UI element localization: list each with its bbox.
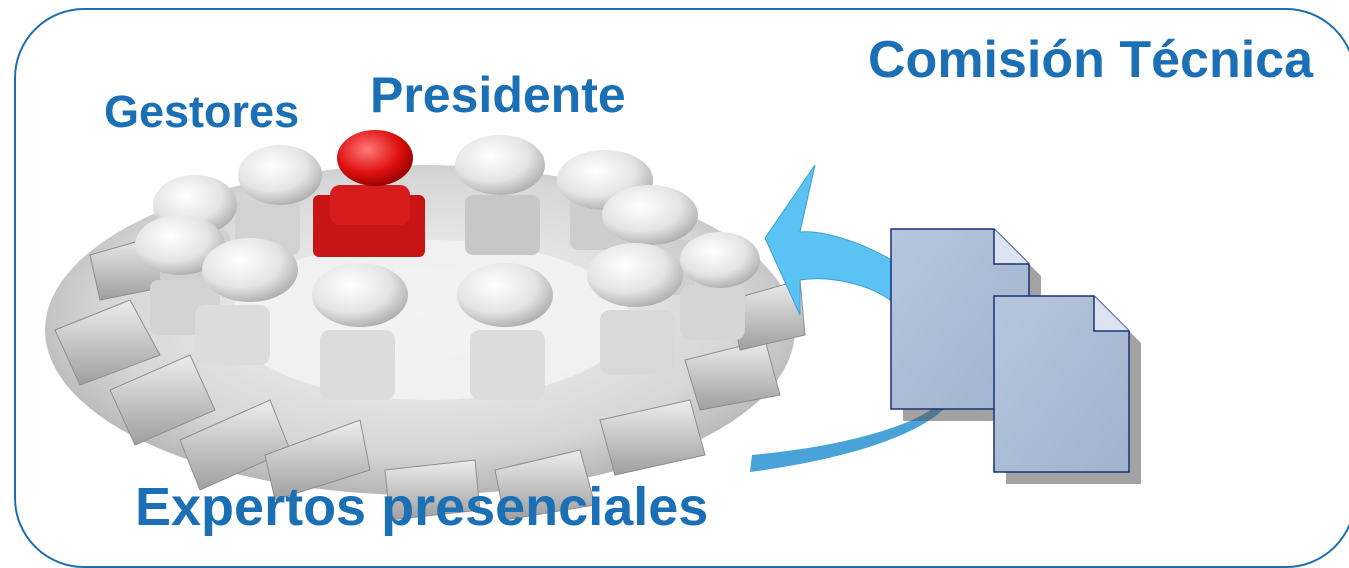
presidente-label: Presidente <box>370 67 626 123</box>
figure <box>312 263 408 400</box>
expert-figures <box>135 135 760 400</box>
comision-tecnica-label: Comisión Técnica <box>868 31 1313 89</box>
figure <box>455 135 545 255</box>
gestores-label: Gestores <box>104 86 300 137</box>
figure <box>195 238 298 365</box>
meeting-scene <box>45 130 1141 521</box>
documents <box>890 228 1141 484</box>
document-icon <box>993 295 1141 484</box>
president-figure <box>313 130 425 257</box>
figure <box>587 243 683 375</box>
flow-arrow <box>750 164 955 472</box>
figure <box>680 232 760 340</box>
expertos-presenciales-label: Expertos presenciales <box>135 477 709 537</box>
figure <box>457 263 553 400</box>
